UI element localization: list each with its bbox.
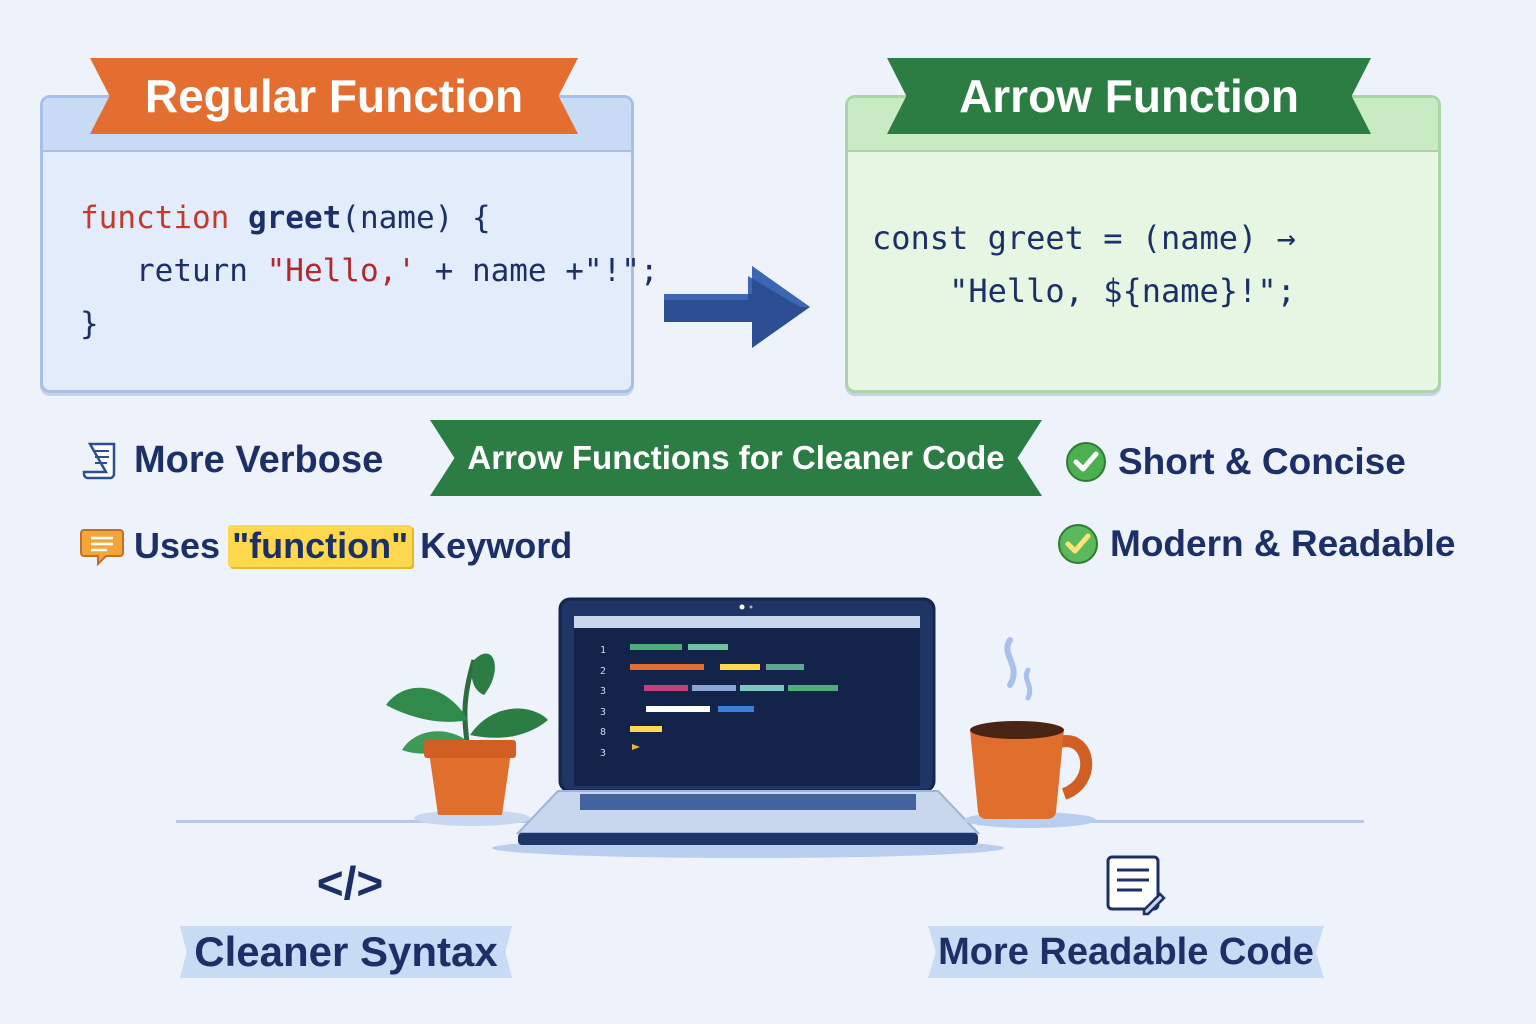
line-number: 8 xyxy=(599,727,607,739)
code-arrow-line-2: "Hello, ${name}!"; xyxy=(872,272,1296,310)
check-circle-icon xyxy=(1058,524,1098,564)
line-number: 3 xyxy=(599,686,607,698)
line-number: 1 xyxy=(599,645,607,656)
code-arrow-line-1: const greet = (name) → xyxy=(872,219,1296,257)
code-closing-brace: } xyxy=(80,306,99,342)
line-number: 3 xyxy=(599,706,607,718)
function-keyword-highlight: "function" xyxy=(228,525,413,567)
code-return: return xyxy=(80,253,267,289)
feature-more-verbose: More Verbose xyxy=(80,438,383,482)
check-circle-icon xyxy=(1066,442,1106,482)
more-verbose-label: More Verbose xyxy=(134,438,384,481)
feature-short-concise: Short & Concise xyxy=(1064,440,1406,484)
feature-uses-function-keyword: Uses "function" Keyword xyxy=(80,524,572,568)
laptop-line-numbers: 1 2 3 3 8 3 xyxy=(596,641,610,765)
cleaner-syntax-label: Cleaner Syntax xyxy=(180,926,512,978)
code-concat: + name +"!"; xyxy=(415,253,659,289)
arrow-function-code: const greet = (name) → "Hello, ${name}!"… xyxy=(872,212,1296,318)
line-number: 2 xyxy=(599,665,607,677)
coffee-mug-icon xyxy=(964,637,1096,828)
short-concise-label: Short & Concise xyxy=(1118,441,1406,482)
potted-plant-icon xyxy=(386,653,548,826)
modern-readable-label: Modern & Readable xyxy=(1110,523,1456,564)
document-edit-icon xyxy=(1106,855,1166,916)
more-readable-code-label: More Readable Code xyxy=(928,926,1324,978)
regular-function-title: Regular Function xyxy=(90,58,578,134)
code-function-name: greet xyxy=(229,200,342,236)
keyword-label: Keyword xyxy=(420,525,573,566)
code-params: (name) { xyxy=(341,200,491,236)
laptop-icon xyxy=(492,597,1004,858)
code-string: "Hello,' xyxy=(266,253,416,289)
right-arrow-icon xyxy=(664,266,810,348)
line-number: 3 xyxy=(599,747,607,759)
code-brackets-icon: </> xyxy=(316,857,384,909)
scroll-document-icon xyxy=(82,442,116,480)
feature-modern-readable: Modern & Readable xyxy=(1056,522,1455,566)
regular-function-code: function greet(name) { return "Hello,' +… xyxy=(80,192,659,351)
uses-label: Uses xyxy=(134,525,221,566)
code-keyword: function xyxy=(80,200,230,236)
arrow-function-title: Arrow Function xyxy=(887,58,1371,134)
cleaner-code-banner: Arrow Functions for Cleaner Code xyxy=(430,420,1042,496)
speech-bubble-icon xyxy=(80,529,124,567)
